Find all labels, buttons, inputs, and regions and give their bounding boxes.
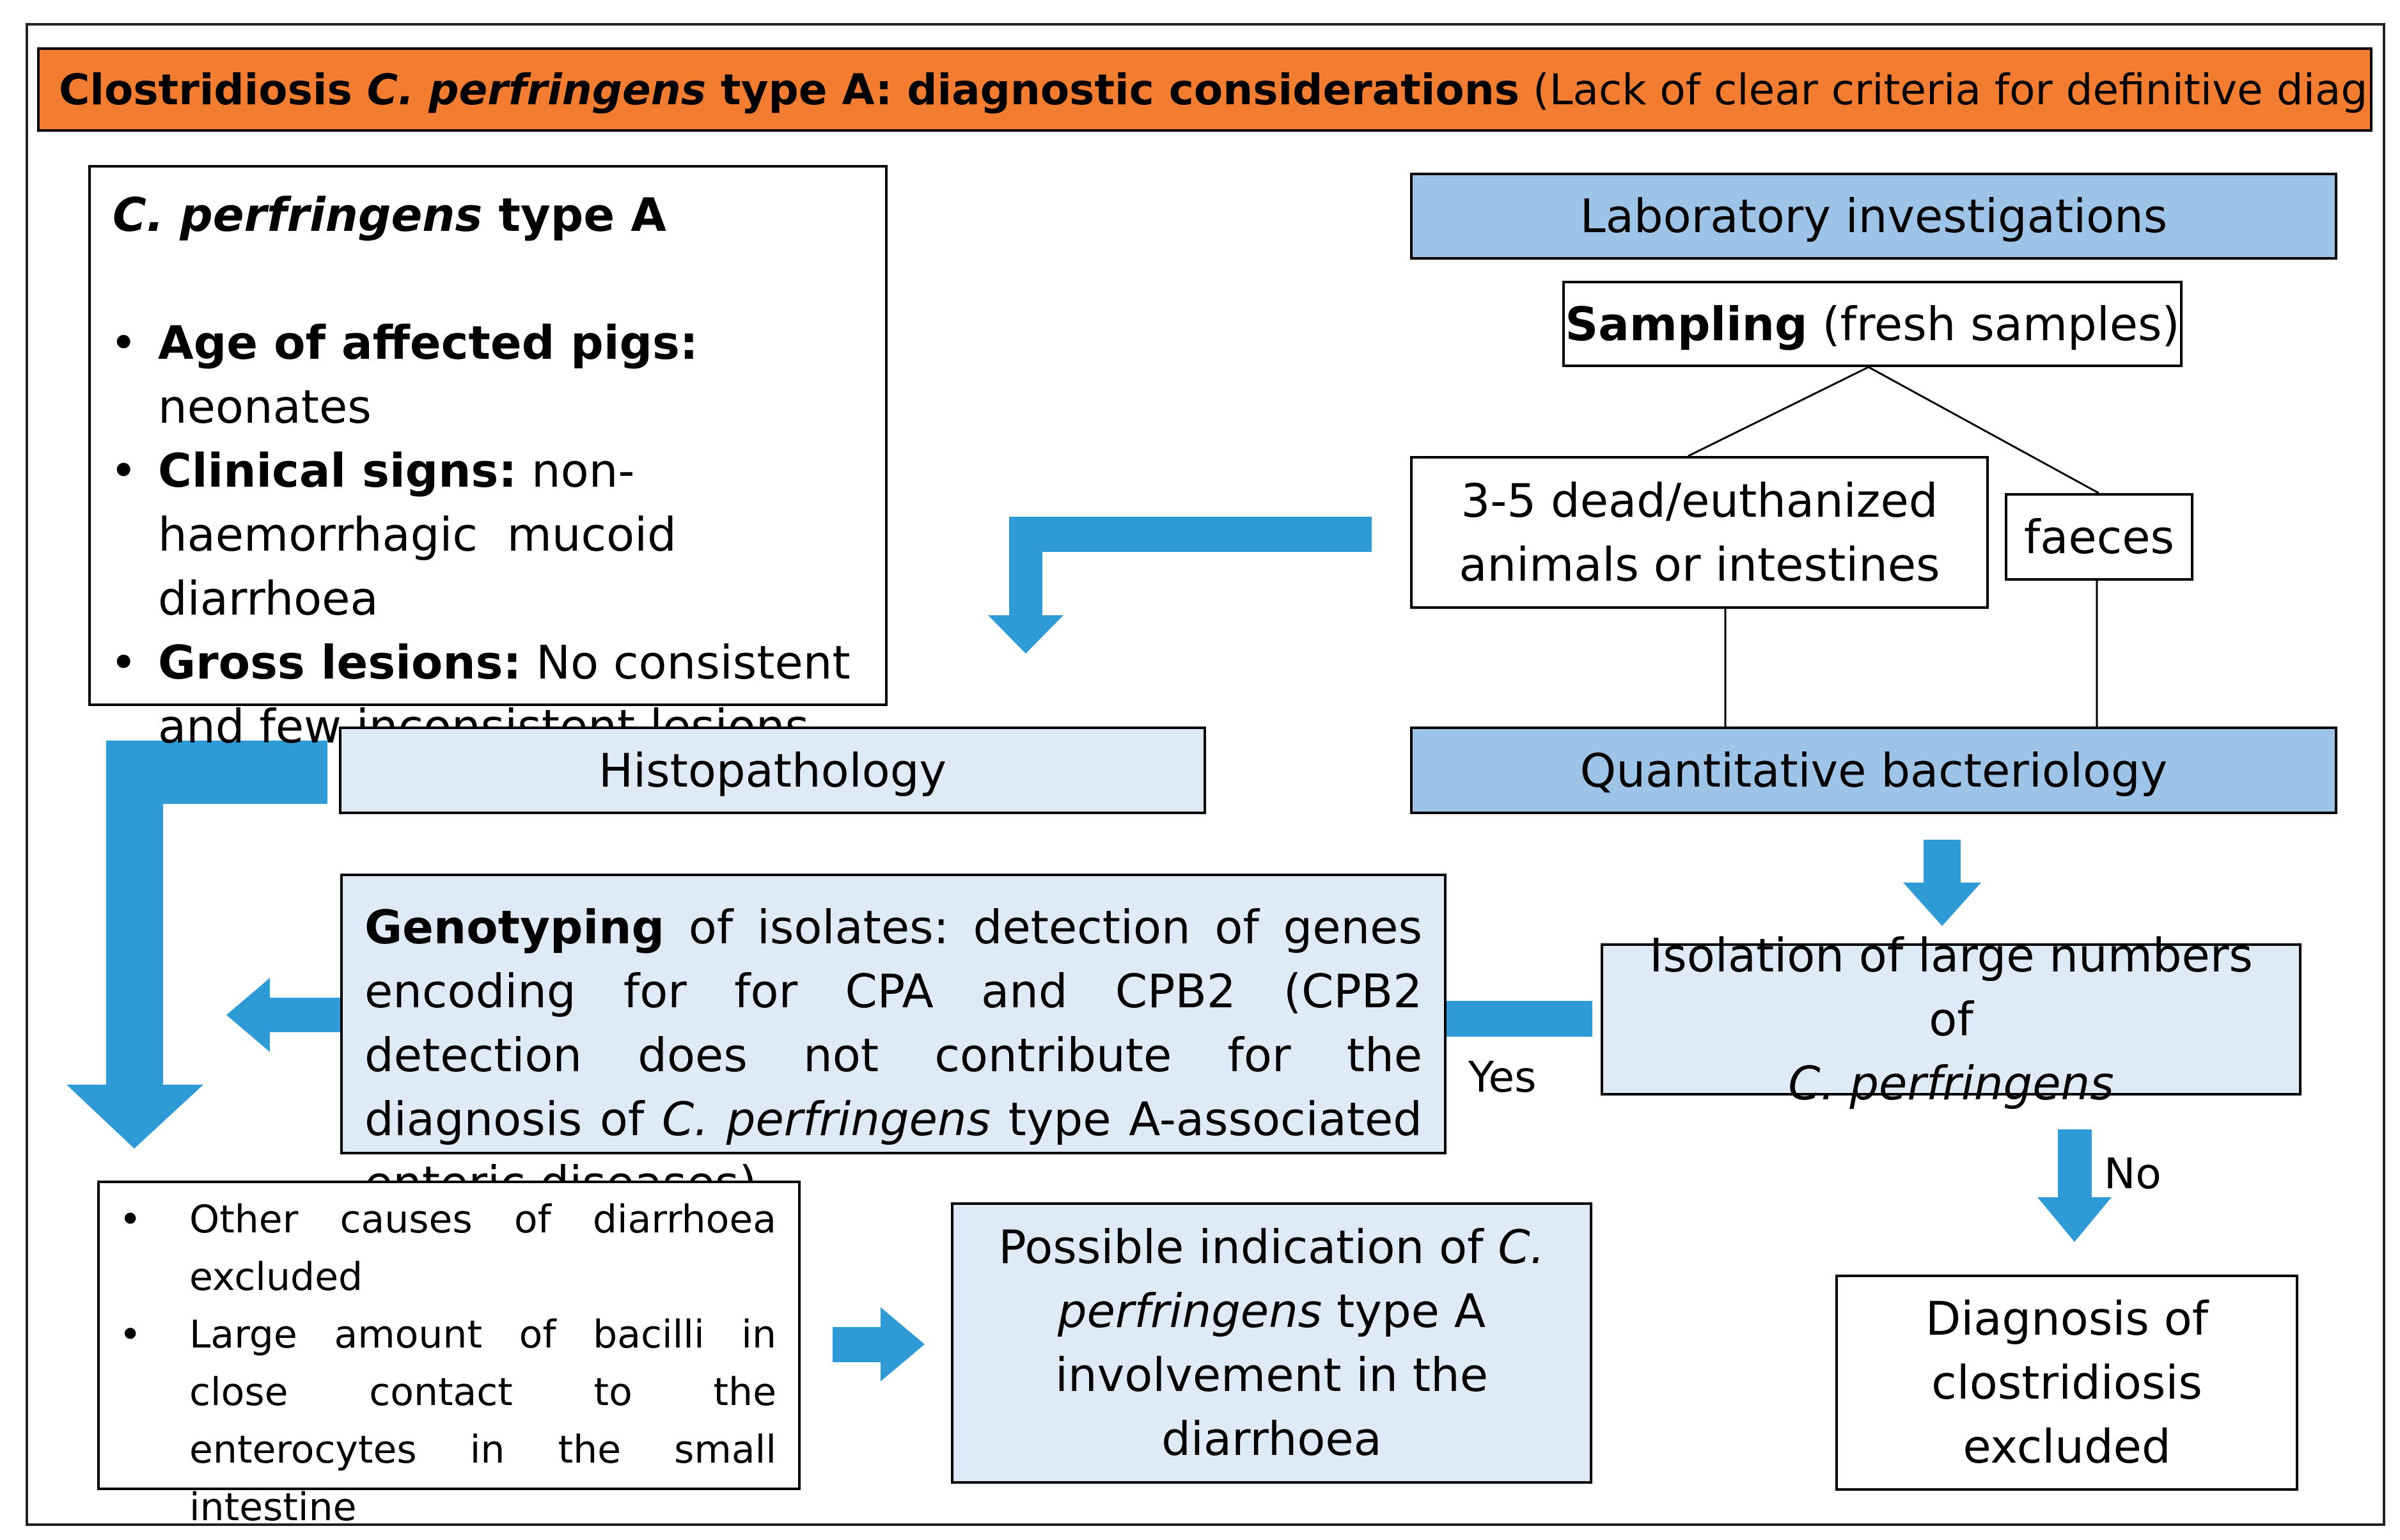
genotyping-box: Genotyping of isolates: detection of gen… <box>340 874 1447 1210</box>
sampling-box: Sampling (fresh samples) <box>1562 281 2183 367</box>
clostridiosis-excluded-box: Diagnosis of clostridiosis excluded <box>1835 1275 2298 1491</box>
genotyping-text: of isolates: detection of genes encoding… <box>365 900 1437 1146</box>
title-prefix: Clostridiosis <box>59 65 367 114</box>
criteria-item-age-label: Age of affected pigs: <box>158 316 698 370</box>
criteria-heading-rest: type A <box>482 188 666 242</box>
finding-item-bacilli: Large amount of bacilli in close contact… <box>100 1306 776 1536</box>
yes-label: Yes <box>1468 1053 1537 1102</box>
findings-list: Other causes of diarrhoea excluded Large… <box>100 1191 776 1536</box>
criteria-item-clinical-label: Clinical signs: <box>158 444 517 498</box>
diagram-frame <box>26 23 2385 1526</box>
elbow-arrow-to-histopathology <box>988 517 1372 654</box>
criteria-item-clinical-text: non-haemorrhagic mucoid diarrhoea <box>158 444 691 625</box>
arrow-right-to-indication <box>833 1307 925 1381</box>
histopathology-box: Histopathology <box>339 727 1206 814</box>
arrow-left-from-genotyping <box>226 978 340 1052</box>
possible-indication-organism: C. perfringens <box>1057 1220 1545 1338</box>
isolation-text: Isolation of large numbers of <box>1649 929 2253 1046</box>
connector-sampling-faeces <box>1868 366 2099 494</box>
sampling-text: (fresh samples) <box>1807 297 2180 351</box>
title-organism: C. perfringens <box>366 65 706 114</box>
possible-indication-post: type A involvement in the diarrhoea <box>1055 1284 1503 1466</box>
findings-box: Other causes of diarrhoea excluded Large… <box>97 1181 801 1530</box>
connector-sampling-animals <box>1688 366 1869 457</box>
possible-indication-box: Possible indication of C. perfringens ty… <box>951 1202 1592 1484</box>
genotyping-organism: C. perfringens <box>661 1092 991 1146</box>
sample-faeces-box: faeces <box>2005 493 2193 581</box>
title-note: (Lack of clear criteria for definitive d… <box>1532 65 2370 114</box>
finding-item-other-causes: Other causes of diarrhoea excluded <box>100 1191 776 1306</box>
criteria-box: C. perfringens type A Age of affected pi… <box>88 165 888 753</box>
isolation-box: Isolation of large numbers of C. perfrin… <box>1601 929 2302 1110</box>
criteria-heading-organism: C. perfringens <box>113 188 483 242</box>
criteria-item-age-text: neonates <box>158 316 713 434</box>
no-label: No <box>2104 1149 2161 1198</box>
sampling-label: Sampling <box>1565 297 1808 351</box>
lab-investigations-header: Laboratory investigations <box>1410 173 2337 260</box>
criteria-item-clinical: Clinical signs: non-haemorrhagic mucoid … <box>91 439 859 631</box>
yes-connector-bar <box>1447 1001 1592 1037</box>
arrow-down-to-isolation <box>1903 840 1981 926</box>
diagram-title: Clostridiosis C. perfringens type A: dia… <box>37 47 2373 132</box>
criteria-heading: C. perfringens type A <box>113 183 885 247</box>
isolation-organism: C. perfringens <box>1788 1057 2114 1110</box>
quantitative-bacteriology-box: Quantitative bacteriology <box>1410 727 2337 814</box>
elbow-arrow-down-left <box>67 741 327 1149</box>
genotyping-label: Genotyping <box>365 900 665 954</box>
criteria-item-lesions-label: Gross lesions: <box>158 636 522 689</box>
criteria-list: Age of affected pigs: neonates Clinical … <box>91 311 885 758</box>
arrow-down-no <box>2037 1129 2112 1242</box>
sample-animals-box: 3-5 dead/euthanized animals or intestine… <box>1410 456 1989 609</box>
title-middle: type A: diagnostic considerations <box>706 65 1519 114</box>
possible-indication-pre: Possible indication of <box>998 1220 1498 1274</box>
criteria-item-age: Age of affected pigs: neonates <box>91 311 859 439</box>
